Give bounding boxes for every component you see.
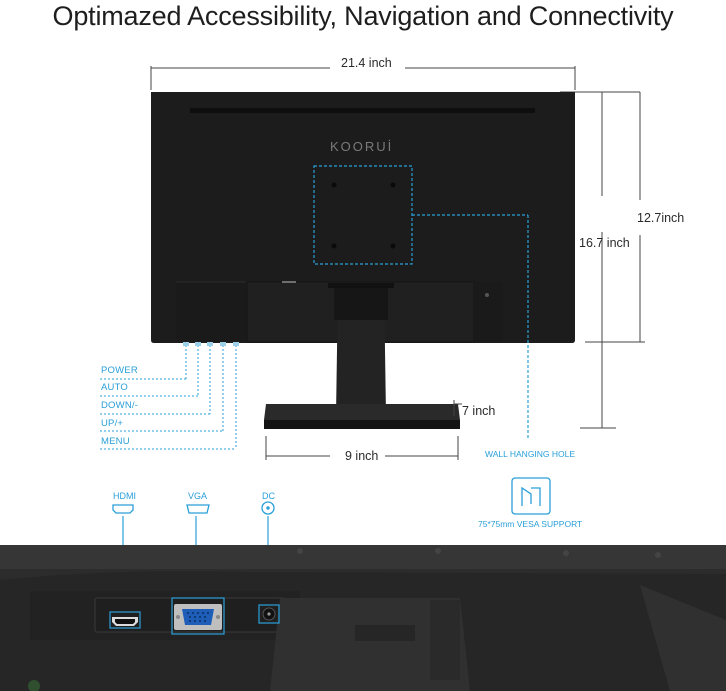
button-label-down: DOWN/- <box>101 400 139 411</box>
hdmi-icon <box>112 504 134 514</box>
port-label-dc: DC <box>262 491 275 501</box>
brand-logo: KOORUİ <box>330 139 394 154</box>
page-title: Optimazed Accessibility, Navigation and … <box>52 1 674 31</box>
width-label: 21.4 inch <box>341 56 392 70</box>
port-label-hdmi: HDMI <box>113 491 136 501</box>
dc-icon <box>261 501 275 515</box>
total-height-label: 16.7 inch <box>579 236 630 250</box>
lock-slot-icon <box>485 293 489 297</box>
vesa-support-label: 75*75mm VESA SUPPORT <box>478 519 583 529</box>
hdmi-port-highlight <box>109 611 141 629</box>
monitor-back-panel <box>151 92 575 343</box>
side-bay <box>473 282 503 342</box>
dc-port-highlight <box>258 604 280 624</box>
port-label-vga: VGA <box>188 491 208 501</box>
vesa-hole-icon <box>390 182 396 188</box>
port-closeup-photo <box>0 545 726 691</box>
button-label-auto: AUTO <box>101 382 129 393</box>
vesa-hole-icon <box>331 243 337 249</box>
wall-hole-leader <box>412 214 529 440</box>
wall-hanging-label: WALL HANGING HOLE <box>485 449 576 459</box>
vga-icon <box>186 504 210 514</box>
button-label-menu: MENU <box>101 436 130 447</box>
vesa-hole-icon <box>390 243 396 249</box>
base-dimension-lines <box>265 400 462 460</box>
stand-base <box>264 404 460 420</box>
width-dimension-line <box>150 66 576 90</box>
base-width-label: 9 inch <box>345 449 379 463</box>
panel-height-label: 12.7inch <box>637 211 685 225</box>
button-label-power: POWER <box>101 365 138 376</box>
vga-port <box>182 609 214 625</box>
button-label-up: UP/+ <box>101 418 124 429</box>
stand-joint <box>334 286 388 320</box>
vesa-support-icon <box>511 477 551 515</box>
vesa-hole-icon <box>331 182 337 188</box>
vent-strip <box>190 108 535 113</box>
button-bay <box>176 282 246 342</box>
vga-port-highlight <box>171 597 225 635</box>
button-leaders <box>100 345 237 450</box>
base-depth-label: 7 inch <box>462 404 496 418</box>
